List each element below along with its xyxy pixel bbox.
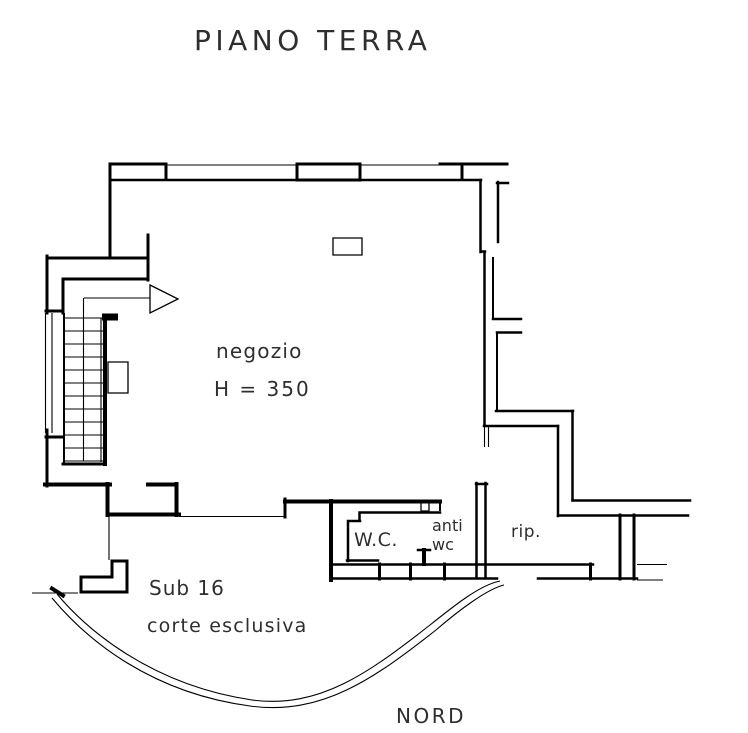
rip-right-walls (556, 409, 574, 518)
outlined-piers (79, 162, 430, 594)
courtyard-boundary-curve-inner (56, 580, 501, 702)
window-glazing-left (44, 313, 53, 433)
rip-door-jamb-lines (483, 427, 490, 447)
left-wall-lower (44, 428, 65, 488)
rip-top-walls (482, 409, 575, 428)
wc-room-inner (345, 511, 442, 563)
door-arrow-head (149, 283, 180, 315)
radiator-negozio (332, 237, 363, 256)
room-height-negozio: H = 350 (214, 377, 311, 401)
right-partition-ledges (491, 317, 523, 334)
top-wall-right-pier (438, 162, 509, 181)
courtyard-boundary-curve-outer (51, 584, 505, 709)
room-label-rip: rip. (511, 522, 541, 542)
courtyard-zigzag-wall (43, 482, 181, 517)
bottom-wall-piers (378, 513, 636, 581)
radiator-stair (107, 361, 129, 394)
sub16-corner-marker (79, 559, 129, 594)
courtyard-label-sub16: Sub 16 (149, 576, 225, 600)
courtyard-label-corte: corte esclusiva (147, 615, 307, 637)
vestibule-walls (45, 233, 150, 282)
room-label-antiwc-line2: wc (432, 535, 454, 554)
interior-walls (108, 178, 692, 580)
right-partition-main (479, 178, 487, 427)
fixtures (107, 237, 363, 394)
room-label-antiwc-line1: anti (432, 516, 463, 535)
heavy-walls (43, 315, 442, 599)
room-label-negozio: negozio (216, 339, 303, 363)
top-wall-left-pier (108, 162, 168, 260)
top-wall-center-pier (295, 162, 362, 182)
bottom-wall-thin-right (637, 563, 667, 581)
room-label-wc: W.C. (354, 529, 398, 551)
exterior-walls (44, 162, 636, 581)
rip-left-wall (474, 481, 489, 580)
right-wing-band (556, 499, 692, 517)
compass-north-label: NORD (396, 704, 466, 728)
plan-title: PIANO TERRA (194, 24, 431, 57)
stair-box-walls (61, 277, 150, 466)
interior-lines (63, 257, 498, 511)
thin-lines (32, 164, 667, 709)
boundary-tick (49, 585, 66, 599)
right-partition-hook (495, 180, 510, 244)
left-wall-upper (44, 254, 65, 315)
